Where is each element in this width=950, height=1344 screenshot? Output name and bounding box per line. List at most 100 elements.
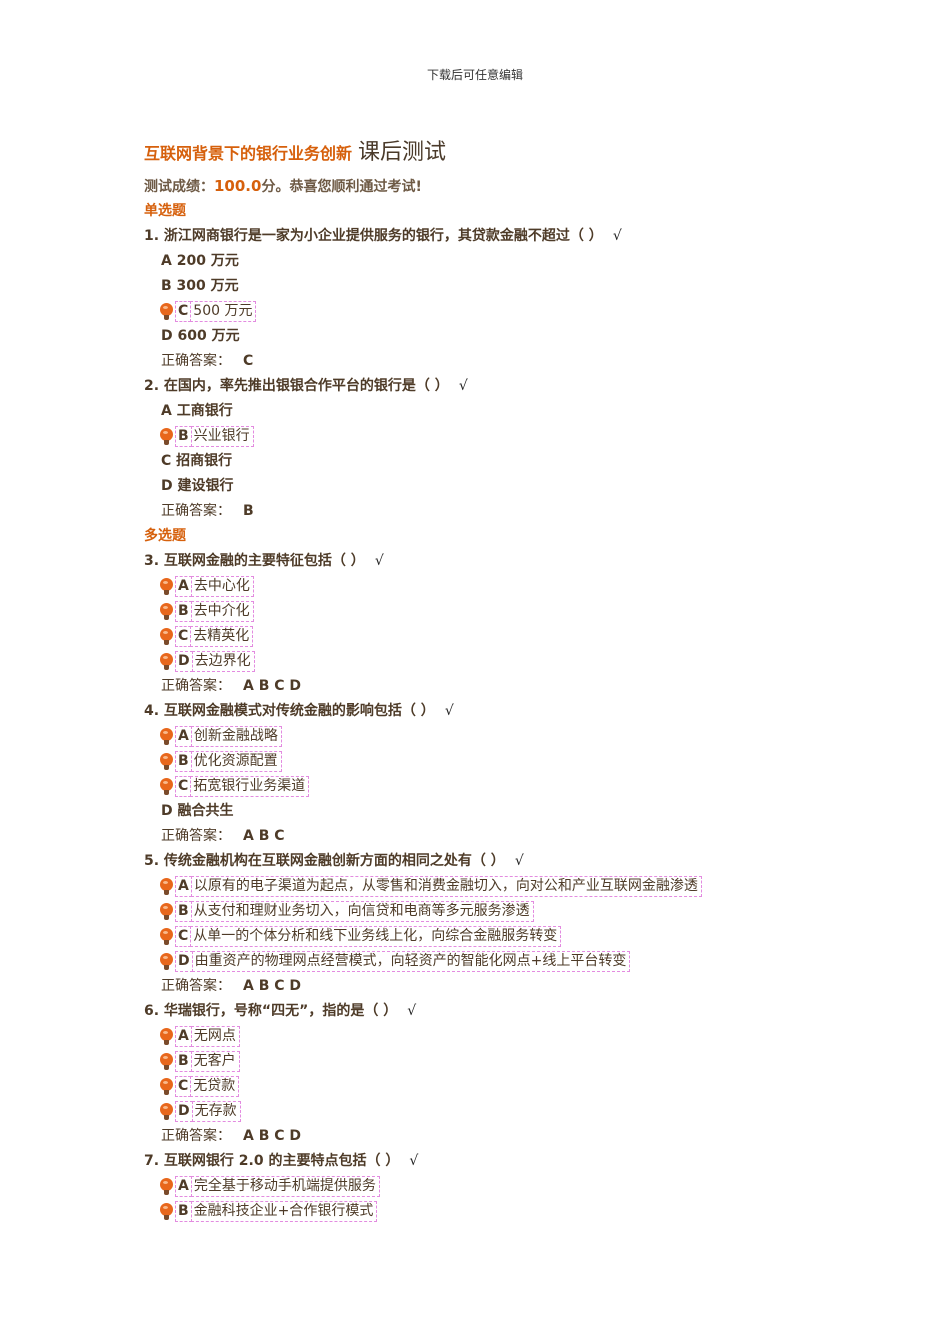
answer-value: A B C D (243, 1128, 302, 1144)
answer-label: 正确答案： (161, 503, 231, 519)
course-title: 互联网背景下的银行业务创新 (144, 144, 353, 163)
lightbulb-icon (160, 1102, 174, 1122)
option-text: 从单一的个体分析和线下业务线上化，向综合金融服务转变 (190, 926, 562, 947)
option-letter: D (161, 328, 173, 344)
lightbulb-icon (160, 577, 174, 597)
lightbulb-icon (160, 1077, 174, 1097)
option-letter: A (175, 726, 192, 747)
question-5: 5. 传统金融机构在互联网金融创新方面的相同之处有（ ） √ (144, 849, 904, 874)
option-text: 兴业银行 (190, 426, 254, 447)
option-1-d[interactable]: D 600 万元 (144, 324, 904, 349)
option-letter: B (161, 278, 172, 294)
score-label: 测试成绩： (144, 179, 214, 195)
option-letter: C (175, 926, 192, 947)
option-text: 招商银行 (176, 453, 233, 469)
option-letter: B (175, 1201, 192, 1222)
correct-answer-2: 正确答案：B (144, 499, 904, 524)
lightbulb-icon (160, 602, 174, 622)
check-icon: √ (514, 853, 524, 869)
option-text: 无存款 (191, 1101, 241, 1122)
question-text: 4. 互联网金融模式对传统金融的影响包括（ ） (144, 703, 435, 719)
option-letter: A (161, 253, 172, 269)
option-letter: A (175, 876, 192, 897)
answer-label: 正确答案： (161, 828, 231, 844)
option-text: 优化资源配置 (190, 751, 282, 772)
option-letter: D (161, 803, 173, 819)
option-text: 以原有的电子渠道为起点，从零售和消费金融切入，向对公和产业互联网金融渗透 (190, 876, 702, 897)
option-2-d[interactable]: D 建设银行 (144, 474, 904, 499)
option-2-a[interactable]: A 工商银行 (144, 399, 904, 424)
option-letter: C (161, 453, 172, 469)
question-3: 3. 互联网金融的主要特征包括（ ） √ (144, 549, 904, 574)
question-text: 5. 传统金融机构在互联网金融创新方面的相同之处有（ ） (144, 853, 505, 869)
option-1-b[interactable]: B 300 万元 (144, 274, 904, 299)
check-icon: √ (374, 553, 384, 569)
lightbulb-icon (160, 752, 174, 772)
lightbulb-icon (160, 927, 174, 947)
option-text: 拓宽银行业务渠道 (190, 776, 310, 797)
answer-value: A B C D (243, 678, 302, 694)
option-text: 去中介化 (190, 601, 254, 622)
option-letter: C (175, 626, 192, 647)
question-2: 2. 在国内，率先推出银银合作平台的银行是（ ） √ (144, 374, 904, 399)
correct-answer-6: 正确答案： A B C D (144, 1124, 904, 1149)
option-letter: D (175, 1101, 193, 1122)
option-letter: B (175, 901, 192, 922)
answer-value: A B C (243, 828, 285, 844)
correct-answer-4: 正确答案： A B C (144, 824, 904, 849)
option-text: 完全基于移动手机端提供服务 (190, 1176, 380, 1197)
option-text: 去精英化 (190, 626, 254, 647)
check-icon: √ (458, 378, 468, 394)
question-7: 7. 互联网银行 2.0 的主要特点包括（ ）√ (144, 1149, 904, 1174)
option-2-c[interactable]: C 招商银行 (144, 449, 904, 474)
option-letter: C (175, 301, 192, 322)
option-letter: B (175, 426, 192, 447)
option-1-a[interactable]: A 200 万元 (144, 249, 904, 274)
option-letter: D (175, 651, 193, 672)
option-letter: A (175, 576, 192, 597)
option-text: 600 万元 (177, 328, 240, 344)
quiz-content: 互联网背景下的银行业务创新 课后测试 测试成绩：100.0分。恭喜您顺利通过考试… (144, 134, 904, 1224)
answer-label: 正确答案： (161, 1128, 231, 1144)
lightbulb-icon (160, 1052, 174, 1072)
lightbulb-icon (160, 1027, 174, 1047)
score-line: 测试成绩：100.0分。恭喜您顺利通过考试! (144, 174, 904, 199)
answer-label: 正确答案： (161, 353, 231, 369)
lightbulb-icon (160, 627, 174, 647)
correct-answer-1: 正确答案： C (144, 349, 904, 374)
option-text: 300 万元 (176, 278, 239, 294)
answer-value: C (243, 353, 254, 369)
page-header: 下载后可任意编辑 (426, 68, 523, 82)
option-letter: D (161, 478, 173, 494)
option-letter: A (175, 1026, 192, 1047)
question-text: 2. 在国内，率先推出银银合作平台的银行是（ ） (144, 378, 449, 394)
option-text: 无客户 (190, 1051, 240, 1072)
question-text: 3. 互联网金融的主要特征包括（ ） (144, 553, 365, 569)
option-text: 去中心化 (190, 576, 254, 597)
question-1: 1. 浙江网商银行是一家为小企业提供服务的银行，其贷款金融不超过（ ）√ (144, 224, 904, 249)
option-letter: A (161, 403, 172, 419)
option-text: 工商银行 (176, 403, 233, 419)
lightbulb-icon (160, 427, 174, 447)
check-icon: √ (612, 228, 622, 244)
option-4-d[interactable]: D 融合共生 (144, 799, 904, 824)
